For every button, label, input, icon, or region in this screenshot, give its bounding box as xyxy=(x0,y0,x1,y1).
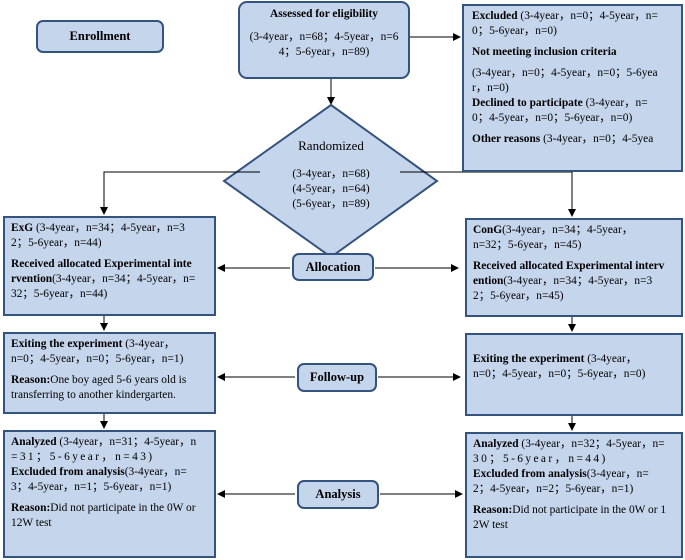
excluded-declined-2: 0；4-5year，n=0；5-6year，n=0) xyxy=(472,112,633,124)
exg-alloc-line1: (3-4year，n=34；4-5year，n=3 xyxy=(33,222,185,234)
exg-follow-line1: (3-4year， xyxy=(122,338,176,350)
excluded-other-title: Other reasons xyxy=(472,133,541,145)
exg-follow-reason-1: One boy aged 5-6 years old is xyxy=(50,374,187,386)
cong-follow-line1: (3-4year， xyxy=(584,353,638,365)
assessed-title: Assessed for eligibility xyxy=(270,8,378,20)
assessed-line1: (3-4year，n=68；4-5year，n=6 xyxy=(249,31,399,43)
cong-alloc-line1: (3-4year，n=34；4-5year， xyxy=(502,224,634,236)
cong-follow-title: Exiting the experiment xyxy=(473,353,585,365)
allocation-label: Allocation xyxy=(292,253,374,281)
cong-alloc-received-title-2: ention xyxy=(473,275,504,287)
exg-followup-box: Exiting the experiment (3-4year， n=0；4-5… xyxy=(3,332,216,414)
cong-alloc-received-2: 2；5-6year，n=45) xyxy=(473,290,564,302)
exg-alloc-received-1: (3-4year，n=34；4-5year，n= xyxy=(52,273,196,285)
analysis-label: Analysis xyxy=(315,487,361,501)
exg-allocation-box: ExG (3-4year，n=34；4-5year，n=3 2；5-6year，… xyxy=(3,216,216,316)
cong-analysis-excl-title: Excluded from analysis xyxy=(473,468,587,480)
randomized-line3: (5-6year，n=89) xyxy=(292,198,370,210)
exg-analysis-box: Analyzed (3-4year，n=31；4-5year，n =31；5-6… xyxy=(3,430,216,558)
cong-analysis-reason-title: Reason: xyxy=(473,504,513,516)
excluded-other-1: (3-4year，n=0；4-5yea xyxy=(540,133,654,145)
cong-analysis-line1: (3-4year，n=32；4-5year，n= xyxy=(518,438,665,450)
exg-follow-reason-title: Reason: xyxy=(11,374,51,386)
excluded-declined-title: Declined to participate xyxy=(472,97,583,109)
excluded-not-meeting-1: (3-4year，n=0；4-5year，n=0；5-6yea xyxy=(472,67,658,79)
excluded-title: Excluded xyxy=(472,10,518,22)
exg-analysis-line2: =31；5-6year，n=43) xyxy=(11,451,155,463)
cong-analysis-reason-2: 2W test xyxy=(473,519,508,531)
followup-label: Follow-up xyxy=(309,370,365,384)
exg-analysis-reason-1: Did not participate in the 0W or xyxy=(50,502,196,514)
exg-alloc-received-title-2: rvention xyxy=(11,273,53,285)
cong-analysis-line2: 30；5-6year，n=44) xyxy=(473,453,608,465)
exg-follow-title: Exiting the experiment xyxy=(11,338,123,350)
excluded-not-meeting-title: Not meeting inclusion criteria xyxy=(472,46,617,58)
analysis-label: Analysis xyxy=(297,480,379,509)
exg-follow-line2: n=0；4-5year，n=0；5-6year，n=1) xyxy=(11,353,184,365)
excluded-box: Excluded (3-4year，n=0；4-5year，n= 0；5-6ye… xyxy=(462,4,683,172)
cong-allocation-box: ConG(3-4year，n=34；4-5year， n=32；5-6year，… xyxy=(465,218,683,317)
allocation-label: Allocation xyxy=(305,259,361,274)
exg-alloc-received-title-1: Received allocated Experimental inte xyxy=(11,258,192,270)
exg-analysis-excl-1: (3-4year，n= xyxy=(124,466,187,478)
exg-analysis-reason-title: Reason: xyxy=(11,502,51,514)
cong-alloc-title: ConG xyxy=(473,224,503,236)
cong-analysis-title: Analyzed xyxy=(473,438,519,450)
exg-analysis-excl-2: 3；4-5year，n=1；5-6year，n=1) xyxy=(11,481,172,493)
cong-alloc-line2: n=32；5-6year，n=45) xyxy=(473,239,582,251)
exg-analysis-excl-title: Excluded from analysis xyxy=(11,466,125,478)
randomized-text: Randomized (3-4year，n=68) (4-5year，n=64)… xyxy=(255,138,407,212)
enrollment-label: Enrollment xyxy=(69,29,131,43)
excluded-not-meeting-2: r，n=0) xyxy=(472,82,509,94)
cong-followup-box: Exiting the experiment (3-4year， n=0；4-5… xyxy=(465,333,683,416)
assessed-box: Assessed for eligibility (3-4year，n=68；4… xyxy=(238,1,410,79)
exg-alloc-line2: 2；5-6year，n=44) xyxy=(11,237,102,249)
exg-alloc-received-2: 32；5-6year，n=44) xyxy=(11,288,108,300)
randomized-title: Randomized xyxy=(298,138,364,153)
exg-follow-reason-2: transferring to another kindergarten. xyxy=(11,389,176,401)
arrow-to-exg xyxy=(100,171,260,215)
cong-follow-line2: n=0；4-5year，n=0；5-6year，n=0) xyxy=(473,368,646,380)
enrollment-label: Enrollment xyxy=(36,20,164,53)
excluded-line1: (3-4year，n=0；4-5year，n= xyxy=(517,10,658,22)
randomized-line2: (4-5year，n=64) xyxy=(292,183,370,195)
exg-analysis-line1: (3-4year，n=31；4-5year，n xyxy=(56,436,197,448)
arrow-to-cong xyxy=(400,171,576,217)
randomized-line1: (3-4year，n=68) xyxy=(292,168,370,180)
excluded-declined-1: (3-4year，n= xyxy=(582,97,648,109)
cong-analysis-reason-1: Did not participate in the 0W or 1 xyxy=(512,504,667,516)
cong-analysis-excl-2: 2；4-5year，n=2；5-6year，n=1) xyxy=(473,483,634,495)
cong-analysis-excl-1: (3-4year，n= xyxy=(586,468,649,480)
followup-label: Follow-up xyxy=(297,363,377,392)
assessed-line2: 4；5-6year，n=89) xyxy=(278,46,370,58)
cong-alloc-received-title-1: Received allocated Experimental interv xyxy=(473,260,665,272)
cong-alloc-received-1: (3-4year，n=34；4-5year，n=3 xyxy=(503,275,653,287)
excluded-line2: 0；5-6year，n=0) xyxy=(472,25,557,37)
exg-analysis-title: Analyzed xyxy=(11,436,57,448)
cong-analysis-box: Analyzed (3-4year，n=32；4-5year，n= 30；5-6… xyxy=(465,432,683,558)
exg-alloc-title: ExG xyxy=(11,222,34,234)
exg-analysis-reason-2: 12W test xyxy=(11,517,52,529)
